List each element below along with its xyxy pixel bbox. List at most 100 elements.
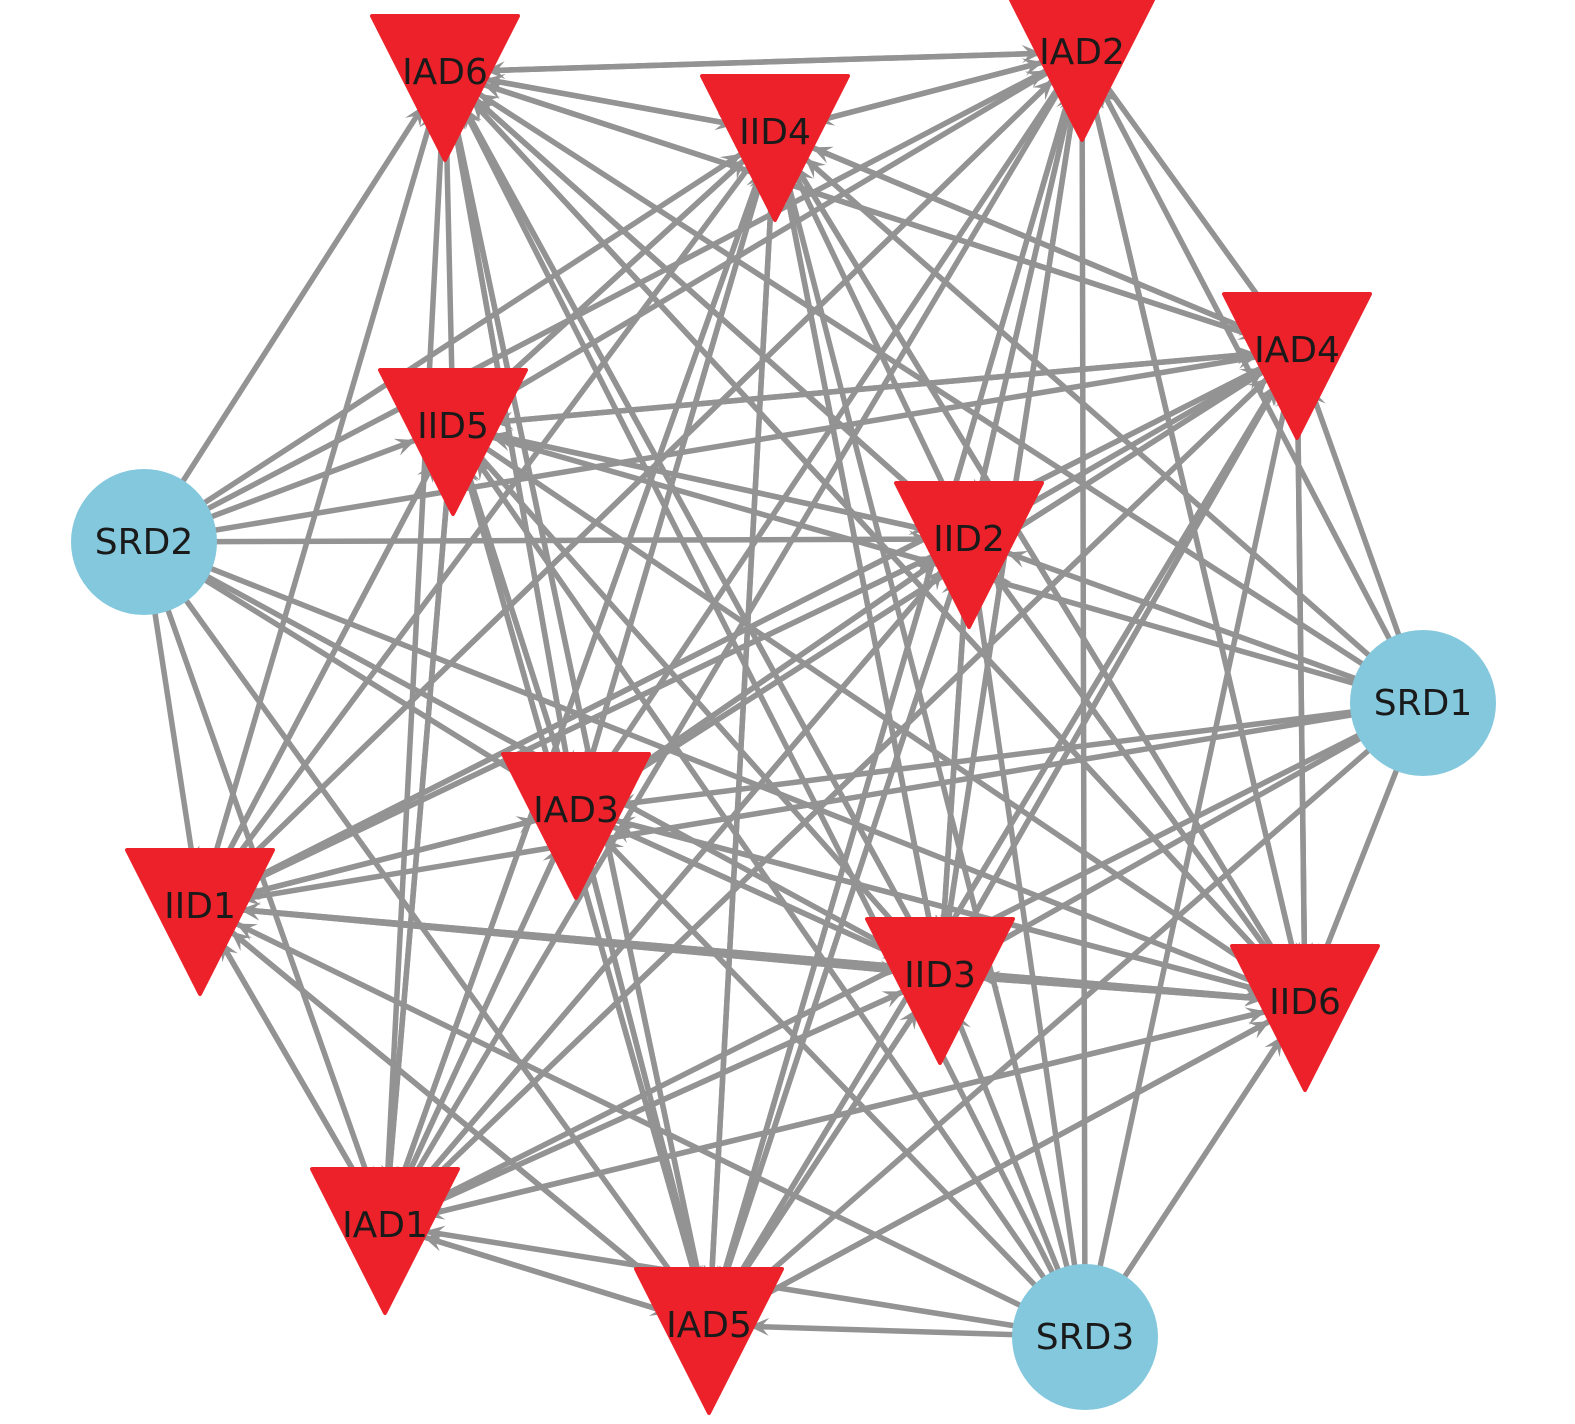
edge-line <box>795 59 1047 129</box>
edge-line <box>469 98 1292 988</box>
arrow-head <box>492 430 514 448</box>
edge-line <box>719 1005 921 1308</box>
edge-iad5-to-iid6 <box>727 1018 1273 1317</box>
edge-line <box>218 553 936 899</box>
arrow-head <box>236 923 258 941</box>
arrow-head <box>992 571 1012 593</box>
node-iad2[interactable]: IAD2 <box>1008 0 1156 142</box>
edge-line <box>228 928 694 1313</box>
edge-line <box>481 76 755 131</box>
arrow-head <box>424 1225 446 1244</box>
edge-line <box>972 575 1082 1298</box>
edge-line <box>802 155 1394 678</box>
edge-line <box>727 1018 1273 1317</box>
arrow-head <box>811 146 834 164</box>
edge-line <box>712 87 1074 1305</box>
arrow-head <box>724 159 746 180</box>
edge-line <box>989 568 1294 986</box>
edge-line <box>779 168 939 955</box>
edge-iad5-to-iid1 <box>228 928 694 1313</box>
edge-srd3-to-iid5 <box>473 456 1064 1305</box>
edge-line <box>420 1234 689 1321</box>
node-iid5[interactable]: IID5 <box>378 368 528 516</box>
edge-line <box>179 67 1050 526</box>
edge-iad1-to-iid3 <box>404 988 907 1218</box>
edge-iad2-to-iad6 <box>482 50 1061 80</box>
edge-line <box>484 61 1065 409</box>
edge-line <box>1088 88 1303 982</box>
node-triangle <box>894 481 1044 629</box>
edge-line <box>1105 1032 1286 1305</box>
node-iad4[interactable]: IAD4 <box>1222 292 1372 440</box>
edge-iid1-to-iad4 <box>218 365 1265 898</box>
edge-line <box>1093 68 1277 321</box>
edge-line <box>450 108 707 1305</box>
node-srd3[interactable]: SRD3 <box>1012 1264 1158 1410</box>
node-srd2[interactable]: SRD2 <box>71 469 217 615</box>
node-label: IID2 <box>933 519 1005 560</box>
edge-iad4-to-iid4 <box>809 144 1278 344</box>
edge-line <box>383 109 446 1204</box>
edge-iad4-to-iid2 <box>1000 359 1279 522</box>
node-label: IAD4 <box>1254 330 1340 371</box>
edge-iad1-to-iid2 <box>397 566 946 1210</box>
edge-srd1-to-iad4 <box>1307 384 1412 666</box>
edge-iid3-to-iid4 <box>777 168 939 955</box>
node-triangle <box>370 14 520 162</box>
edge-iid1-to-iid2 <box>218 553 936 899</box>
node-iid4[interactable]: IID4 <box>700 74 850 222</box>
edge-line <box>489 431 949 537</box>
arrow-head <box>475 458 495 481</box>
node-iad1[interactable]: IAD1 <box>310 1167 460 1315</box>
arrow-head <box>472 101 493 123</box>
arrow-head <box>1021 58 1044 76</box>
arrow-head <box>911 556 933 573</box>
node-srd1[interactable]: SRD1 <box>1350 630 1496 776</box>
edge-line <box>233 920 1050 1322</box>
edge-line <box>1307 384 1412 666</box>
edge-line <box>397 566 946 1210</box>
node-triangle <box>378 368 528 516</box>
node-iid3[interactable]: IID3 <box>865 917 1015 1065</box>
node-circle <box>71 469 217 615</box>
node-label: IID1 <box>164 886 236 927</box>
node-iad6[interactable]: IAD6 <box>370 14 520 162</box>
edge-srd2-to-iid4 <box>176 151 745 522</box>
edge-line <box>809 144 1278 344</box>
arrow-head <box>805 158 826 179</box>
node-iid2[interactable]: IID2 <box>894 481 1044 629</box>
node-iad5[interactable]: IAD5 <box>634 1267 784 1415</box>
edge-line <box>793 163 1296 985</box>
edge-line <box>181 437 419 530</box>
arrow-head <box>1239 368 1262 386</box>
edge-line <box>707 169 776 1304</box>
node-triangle <box>634 1267 784 1415</box>
edge-line <box>938 576 970 954</box>
edge-line <box>176 151 745 522</box>
edge-line <box>952 1009 1072 1301</box>
edge-srd3-to-iad5 <box>746 1317 1046 1339</box>
edge-iad2-to-iad4 <box>1093 68 1277 321</box>
arrow-head <box>239 902 261 921</box>
edge-line <box>1316 739 1411 968</box>
edge-line <box>736 728 1394 1302</box>
node-iid1[interactable]: IID1 <box>125 848 275 996</box>
node-triangle <box>1222 292 1372 440</box>
arrow-head <box>393 438 416 456</box>
edge-srd1-to-iid2 <box>1003 549 1386 692</box>
edge-line <box>177 561 545 792</box>
edge-line <box>473 456 1064 1305</box>
edge-line <box>147 581 197 870</box>
edge-line <box>399 374 1271 1212</box>
node-iad3[interactable]: IAD3 <box>501 752 651 900</box>
edge-line <box>461 104 932 957</box>
node-iid6[interactable]: IID6 <box>1230 944 1380 1092</box>
arrow-head <box>719 153 742 173</box>
edge-line <box>183 353 1261 538</box>
arrow-head <box>1247 377 1269 398</box>
edge-iid5-to-iad4 <box>474 346 1260 427</box>
edges-layer <box>147 44 1412 1339</box>
edge-line <box>611 817 1285 999</box>
edge-iad5-to-iid3 <box>719 1005 921 1308</box>
